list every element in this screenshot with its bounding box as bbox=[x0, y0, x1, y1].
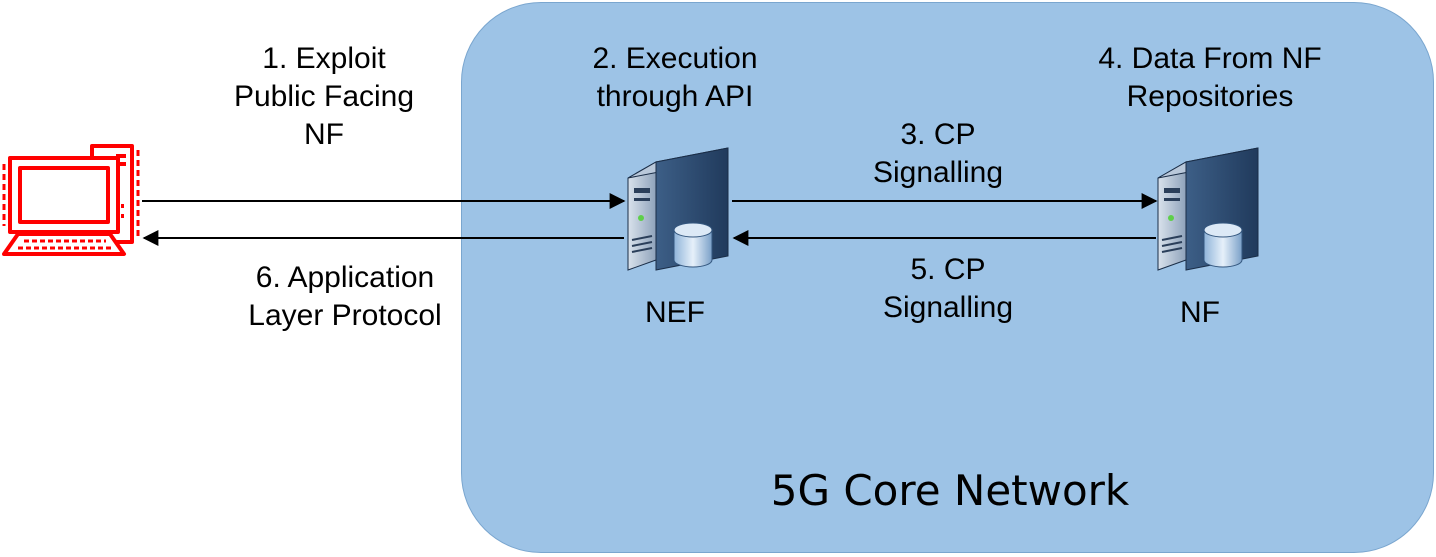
nf-label: NF bbox=[1180, 296, 1220, 329]
step-6-label: 6. Application Layer Protocol bbox=[248, 261, 442, 332]
step-4-label: 4. Data From NF Repositories bbox=[1098, 42, 1322, 113]
nef-server-icon bbox=[627, 147, 729, 271]
nef-label: NEF bbox=[645, 296, 705, 329]
step-3-label: 3. CP Signalling bbox=[872, 118, 1004, 189]
core-network-region bbox=[461, 2, 1434, 553]
core-network-title: 5G Core Network bbox=[770, 466, 1130, 515]
attacker-computer-icon bbox=[2, 144, 140, 256]
step-5-label: 5. CP Signalling bbox=[882, 253, 1014, 324]
nf-server-icon bbox=[1157, 147, 1259, 271]
step-2-label: 2. Execution through API bbox=[592, 42, 758, 113]
step-1-label: 1. Exploit Public Facing NF bbox=[233, 42, 415, 151]
